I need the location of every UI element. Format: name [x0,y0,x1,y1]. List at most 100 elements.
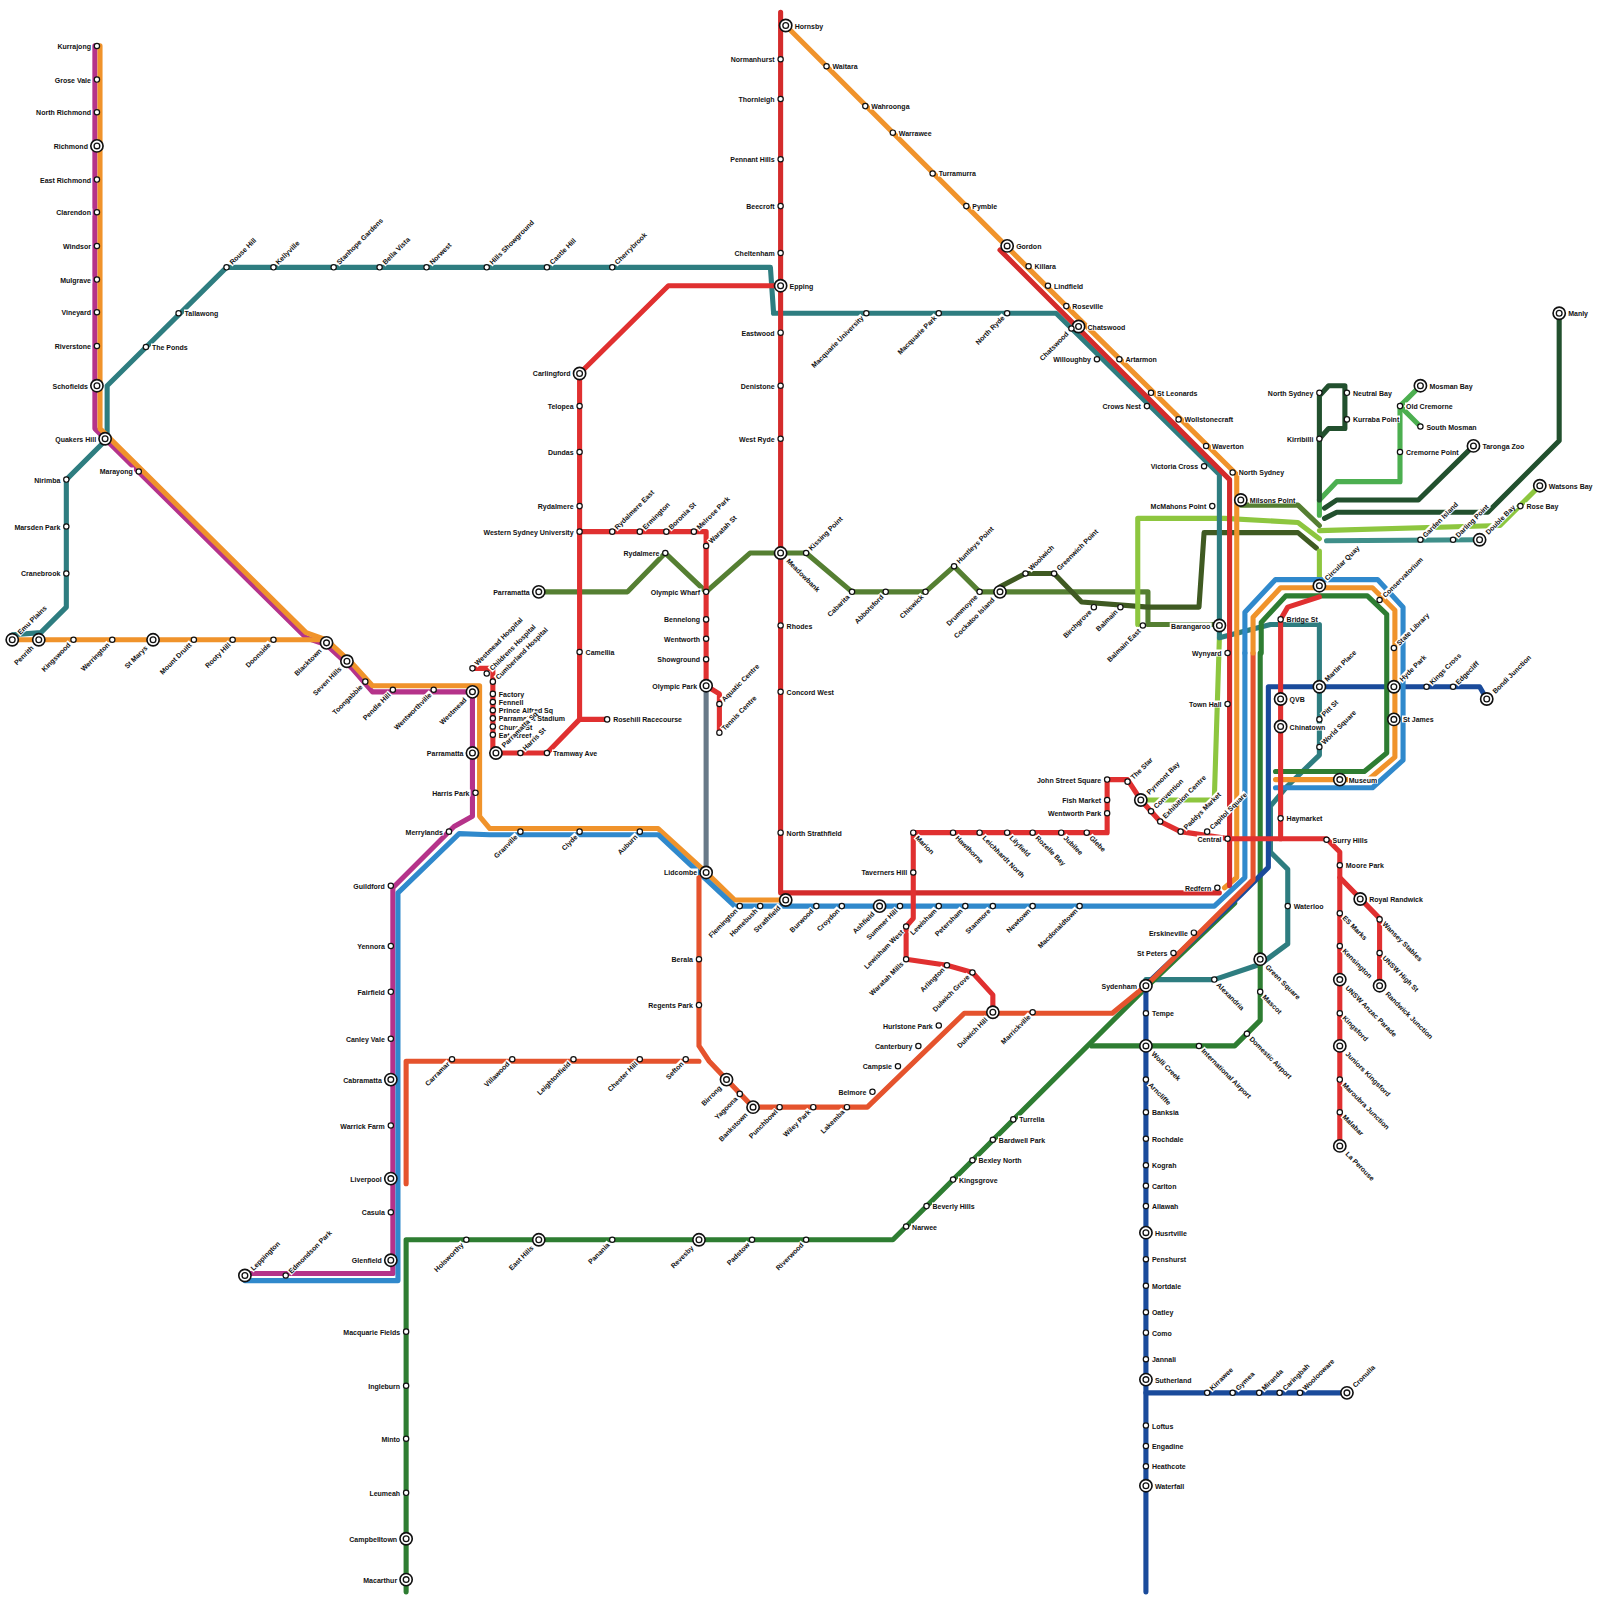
station-dot [897,903,902,908]
rail-line [1000,250,1230,886]
station-dot [911,830,916,835]
station-dot [71,637,76,642]
station-label: Mascot [1261,992,1284,1015]
station-dot [388,1257,394,1263]
station-label: Rochdale [1151,1135,1185,1142]
station-dot [493,750,499,756]
station-label: Kellyville [274,239,302,267]
station-dot [1537,483,1543,489]
station-dot [490,747,502,759]
station-dot [1140,1040,1152,1052]
station-dot [385,1254,397,1266]
station-label: Blacktown [292,646,323,677]
station-dot [230,637,235,642]
station-label: Quakers Hill [54,435,97,442]
station-label: Olympic Wharf [650,588,701,595]
station-label: Heathcote [1151,1463,1187,1470]
station-label: McMahons Point [1150,503,1208,510]
station-dot [544,265,549,270]
rail-line [1230,839,1340,1146]
station-dot [1324,837,1329,842]
station-label: Pymble [971,203,998,210]
station-label: Kograh [1151,1162,1178,1169]
station-dot [700,680,712,692]
station-label: Arlington [918,966,946,994]
station-label: Toongabbie [331,682,365,716]
station-dot [403,1536,409,1542]
station-label: Tempe [1151,1010,1175,1017]
station-label: St Peters [1136,950,1168,957]
station-dot [1418,424,1423,429]
station-label: Woolwich [1026,544,1055,573]
station-label: Macarthur [362,1576,398,1583]
station-dot [863,103,868,108]
rail-line [1092,653,1260,1046]
station-dot [747,1101,759,1113]
station-dot [1257,1390,1262,1395]
station-label: Norwest [427,241,453,267]
station-label: Eastwood [741,329,776,336]
station-label: Wentworth Park [1047,810,1102,817]
station-dot [637,529,642,534]
station-dot [663,550,668,555]
station-label: Marrickville [999,1013,1033,1047]
station-label: Lindfield [1053,282,1084,289]
station-dot [94,210,99,215]
station-dot [484,671,489,676]
station-dot [1553,307,1565,319]
station-label: St Leonards [1156,389,1198,396]
station-dot [388,1077,394,1083]
station-dot [911,870,916,875]
station-label: Granville [492,832,520,860]
station-label: Waratah Mills [867,960,905,998]
station-dot [950,830,955,835]
station-dot [1334,1040,1346,1052]
station-label: St James [1402,716,1435,723]
station-label: Parramatta [426,750,465,757]
station-label: Minto [380,1435,401,1442]
station-label: Canley Vale [345,1035,386,1042]
station-label: Kissing Point [807,515,845,553]
station-dot [1143,983,1149,989]
station-dot [1091,604,1096,609]
station-dot [571,1057,576,1062]
station-label: Cremorne Point [1405,449,1460,456]
station-dot [1230,1390,1235,1395]
station-label: Chatswood [1087,323,1127,330]
rail-line [1141,638,1220,800]
station-dot [1143,1483,1149,1489]
station-label: Marsden Park [13,523,61,530]
station-label: Malabar [1340,1113,1365,1138]
station-label: Wentworthville [392,690,433,731]
station-label: Rydalmere [623,550,661,557]
station-label: Newtown [1004,907,1032,935]
station-dot [385,1172,397,1184]
station-dot [1148,809,1153,814]
station-dot [320,637,332,649]
station-dot [749,1237,754,1242]
station-label: Fennell [498,699,525,706]
station-dot [877,903,883,909]
station-label: West Ryde [738,435,776,442]
station-dot [1143,1110,1148,1115]
station-dot [1104,777,1109,782]
station-dot [1030,830,1035,835]
station-dot [1148,390,1153,395]
station-dot [1317,717,1322,722]
station-label: Dulwich Hill [955,1016,989,1050]
station-label: Town Hall [1188,701,1223,708]
station-dot [1143,1163,1148,1168]
station-dot [6,634,18,646]
station-dot [431,687,436,692]
station-label: Carlton [1151,1182,1178,1189]
station-dot [283,1273,288,1278]
station-dot [473,790,478,795]
rail-line [472,668,607,753]
station-dot [544,750,549,755]
station-dot [1337,1077,1342,1082]
station-label: Seven Hills [311,665,344,698]
station-dot [1377,983,1383,989]
station-dot [341,655,353,667]
station-dot [1176,417,1181,422]
